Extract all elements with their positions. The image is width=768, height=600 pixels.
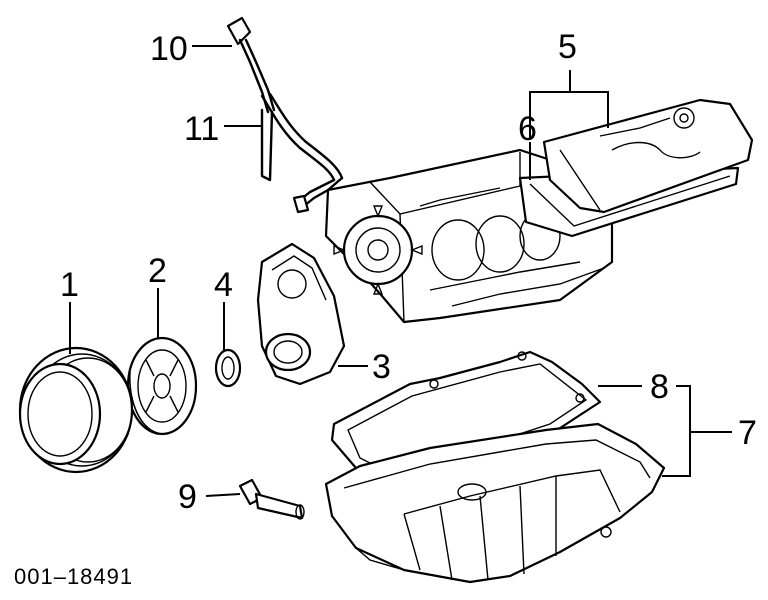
callout-4: 4 xyxy=(214,266,233,304)
front-seal xyxy=(214,348,242,388)
oil-level-sensor xyxy=(238,478,305,520)
callout-9: 9 xyxy=(178,478,197,516)
callout-7: 7 xyxy=(738,414,757,452)
oil-pan xyxy=(324,422,666,584)
harmonic-balancer xyxy=(126,336,198,436)
figure-id: 001–18491 xyxy=(14,564,133,589)
timing-cover xyxy=(256,242,346,386)
callout-1: 1 xyxy=(60,266,79,304)
callout-8: 8 xyxy=(650,368,669,406)
callout-2: 2 xyxy=(148,252,167,290)
callout-3: 3 xyxy=(372,348,391,386)
crankshaft-pulley xyxy=(18,346,134,474)
callout-10: 10 xyxy=(150,30,188,68)
callout-11: 11 xyxy=(184,110,219,148)
valve-cover-assembly xyxy=(518,98,754,238)
leader-lines xyxy=(69,45,732,497)
callout-5: 5 xyxy=(558,28,577,66)
callout-6: 6 xyxy=(518,110,537,148)
dipstick-assembly xyxy=(226,16,344,214)
callout-labels: 10 11 1 2 4 3 5 6 8 7 9 001–18491 xyxy=(14,28,757,589)
